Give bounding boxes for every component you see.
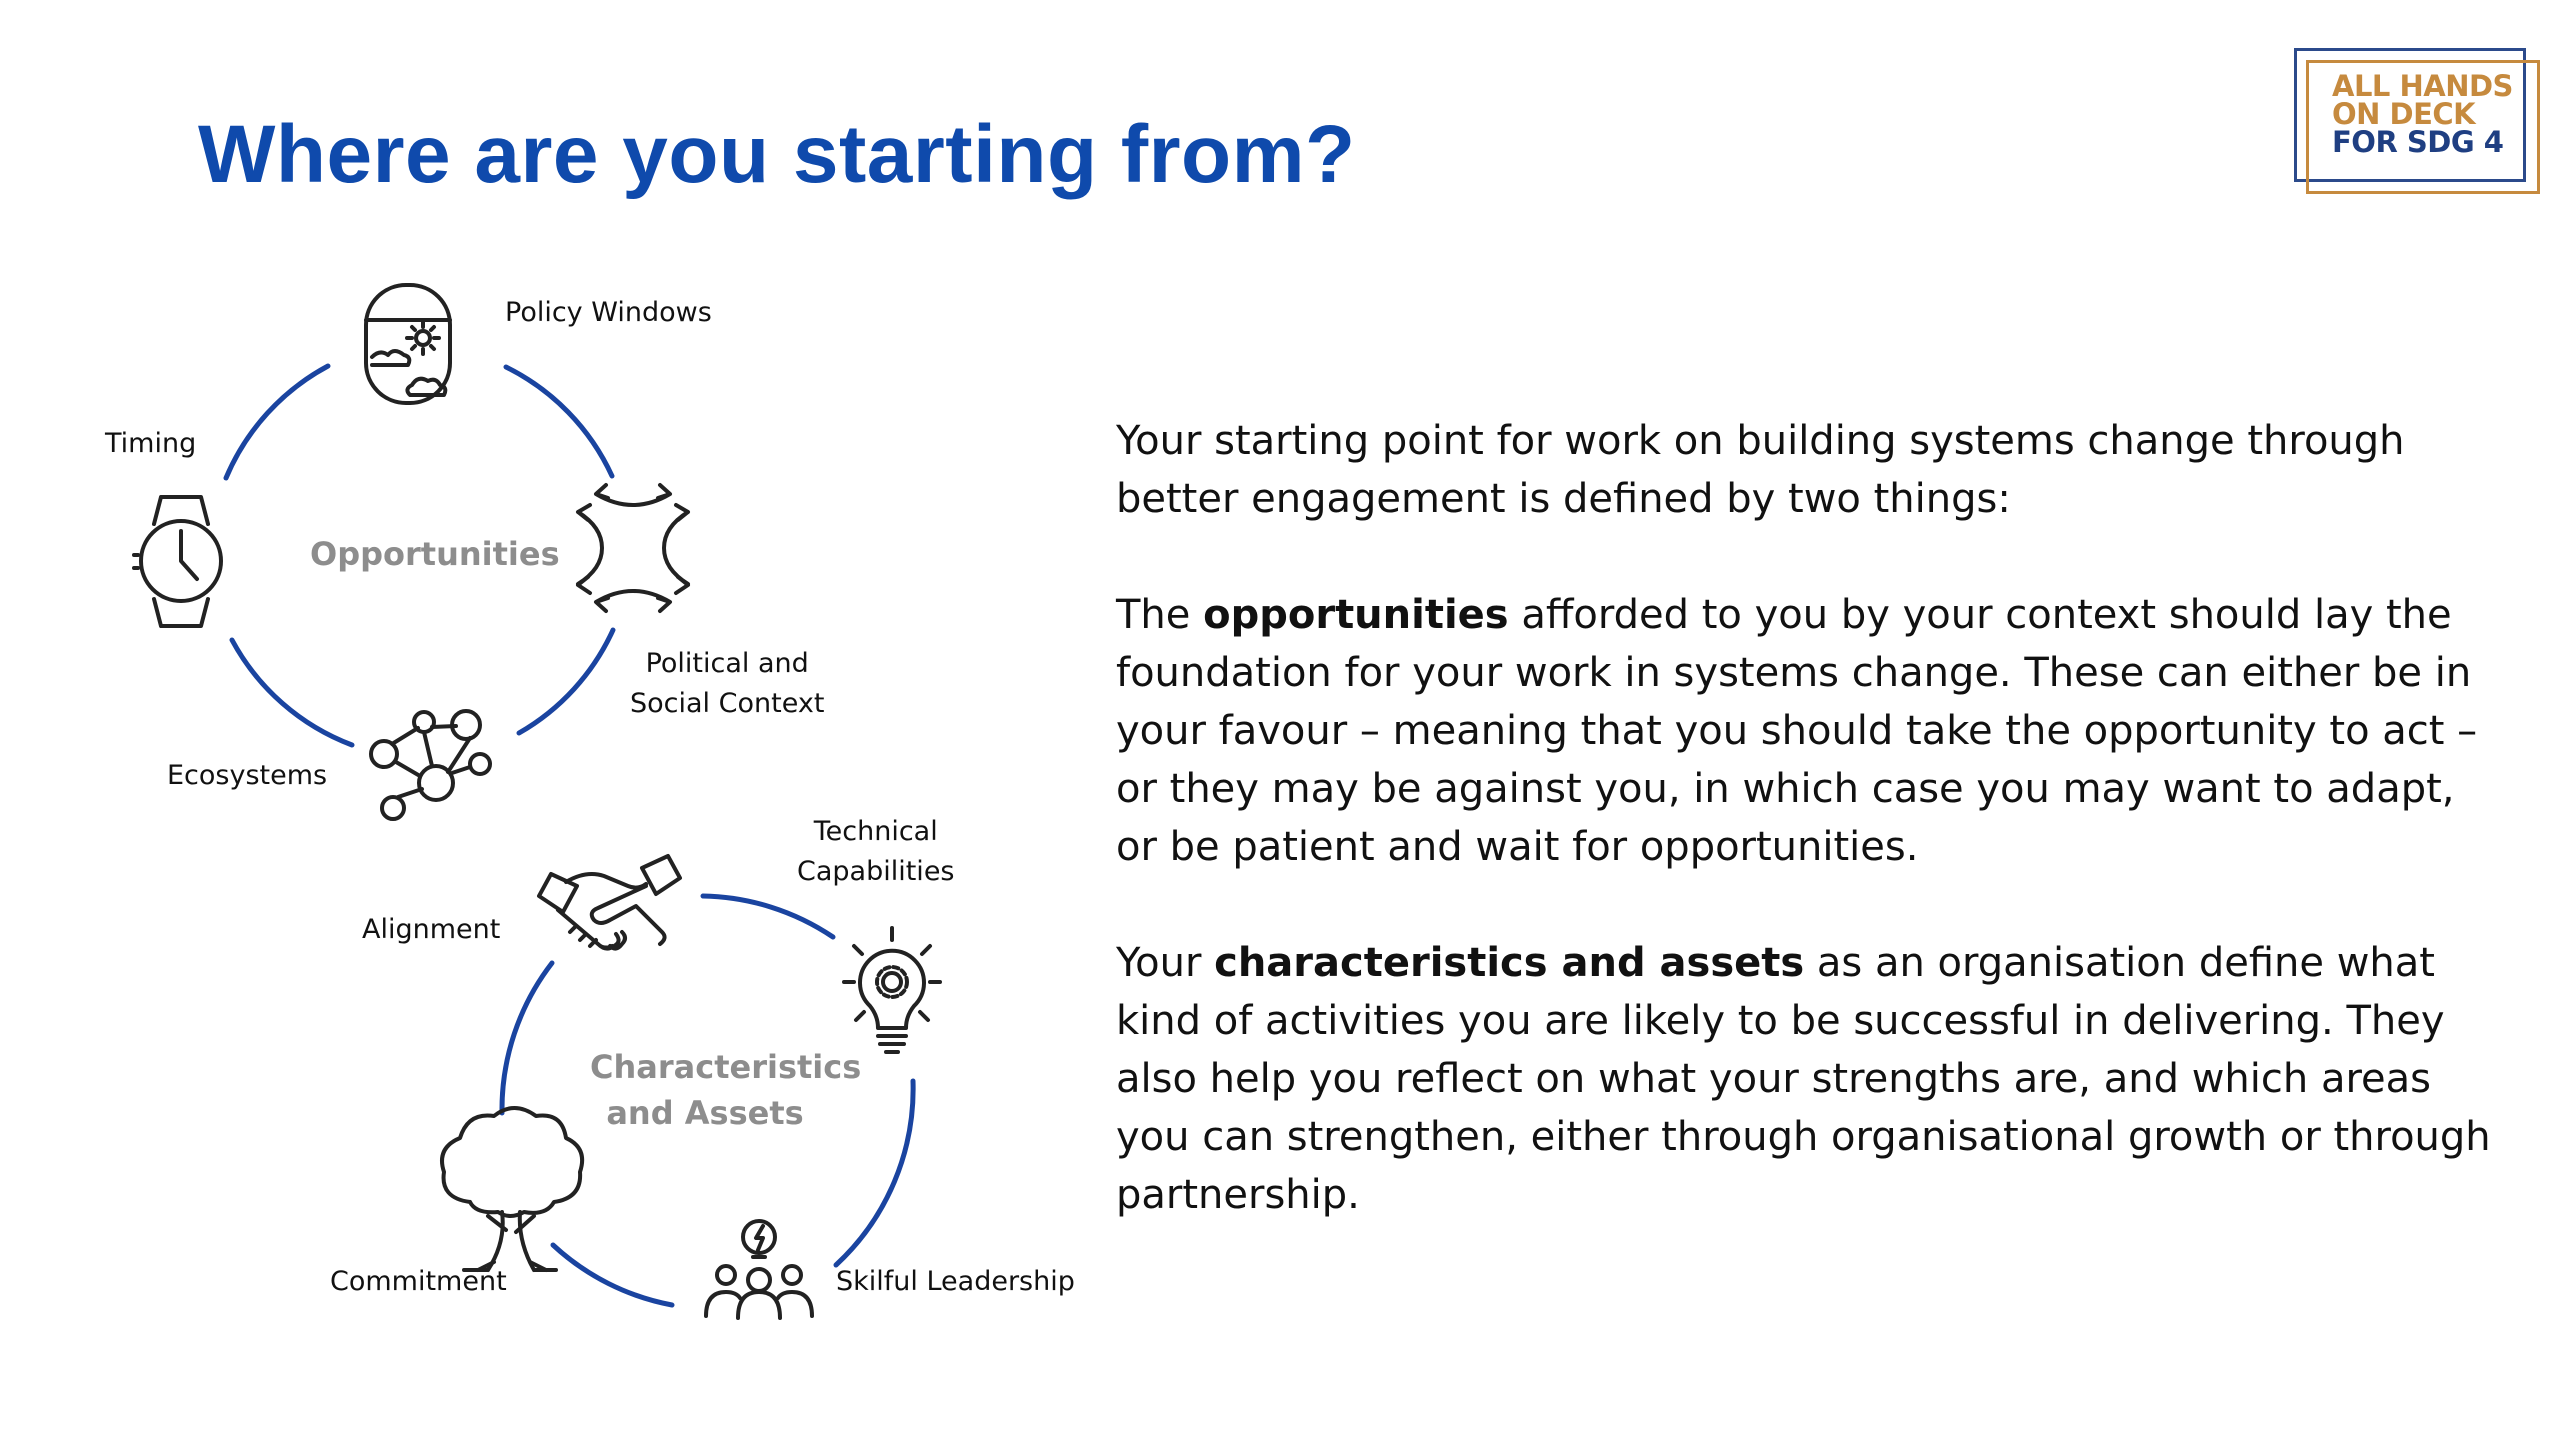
conflict-arrows-icon xyxy=(576,483,690,613)
ring-arc-4 xyxy=(229,637,355,748)
network-people-icon xyxy=(369,709,492,821)
ring-arc-7 xyxy=(550,1242,675,1308)
logo-line-3: FOR SDG 4 xyxy=(2332,125,2504,159)
ring-arc-2 xyxy=(503,364,615,479)
opportunities-center-label: Opportunities xyxy=(310,535,560,573)
characteristics-center-line-1: Characteristics xyxy=(590,1048,862,1086)
paragraph-intro: Your starting point for work on building… xyxy=(1116,418,2405,522)
logo-frame-gold xyxy=(2306,60,2540,194)
lightbulb-gear-icon xyxy=(842,926,942,1054)
label-technical-capabilities-text: Technical Capabilities xyxy=(797,816,955,887)
logo-frame-navy xyxy=(2294,48,2526,182)
label-ecosystems: Ecosystems xyxy=(167,760,328,791)
label-political-social-context: Political and Social Context xyxy=(630,644,824,724)
label-skilful-leadership: Skilful Leadership xyxy=(836,1266,1075,1297)
ring-arc-8 xyxy=(499,960,555,1116)
label-policy-windows: Policy Windows xyxy=(505,297,712,328)
p3-keyword: characteristics and assets xyxy=(1214,940,1805,986)
characteristics-center-label: Characteristics and Assets xyxy=(590,1044,862,1136)
leader-group-icon xyxy=(704,1219,814,1320)
explanation-text: Your starting point for work on building… xyxy=(1116,412,2496,1282)
label-alignment: Alignment xyxy=(362,914,501,945)
handshake-icon xyxy=(537,854,682,951)
ring-arc-1 xyxy=(223,363,331,481)
window-weather-icon xyxy=(364,283,452,405)
logo-line-1: ALL HANDS xyxy=(2332,69,2513,103)
logo-text: ALL HANDS ON DECK FOR SDG 4 xyxy=(2332,69,2513,159)
characteristics-ring xyxy=(499,893,916,1308)
ring-arc-6 xyxy=(833,1078,916,1268)
characteristics-center-line-2: and Assets xyxy=(606,1094,804,1132)
label-commitment: Commitment xyxy=(330,1266,507,1297)
label-technical-capabilities: Technical Capabilities xyxy=(797,812,955,892)
ring-arc-5 xyxy=(700,893,836,940)
p2-keyword: opportunities xyxy=(1203,592,1509,638)
paragraph-opportunities: The opportunities afforded to you by you… xyxy=(1116,586,2496,876)
tree-icon xyxy=(440,1106,585,1272)
label-timing: Timing xyxy=(105,428,197,459)
opportunities-ring xyxy=(223,363,616,748)
paragraph-characteristics: Your characteristics and assets as an or… xyxy=(1116,934,2496,1224)
p3-lead: Your xyxy=(1116,940,1215,986)
watch-icon xyxy=(132,495,223,628)
diagram-graphics xyxy=(132,283,942,1320)
p2-lead: The xyxy=(1116,592,1204,638)
p2-body: afforded to you by your context should l… xyxy=(1116,592,2478,870)
page-title: Where are you starting from? xyxy=(198,109,1356,200)
all-hands-on-deck-logo: ALL HANDS ON DECK FOR SDG 4 xyxy=(2294,48,2540,194)
opportunities-characteristics-diagram: Policy Windows Political and Social Cont… xyxy=(0,0,1120,1440)
label-political-social-context-text: Political and Social Context xyxy=(630,648,825,719)
logo-line-2: ON DECK xyxy=(2332,97,2476,131)
p3-body: as an organisation define what kind of a… xyxy=(1116,940,2491,1218)
ring-arc-3 xyxy=(516,627,616,736)
